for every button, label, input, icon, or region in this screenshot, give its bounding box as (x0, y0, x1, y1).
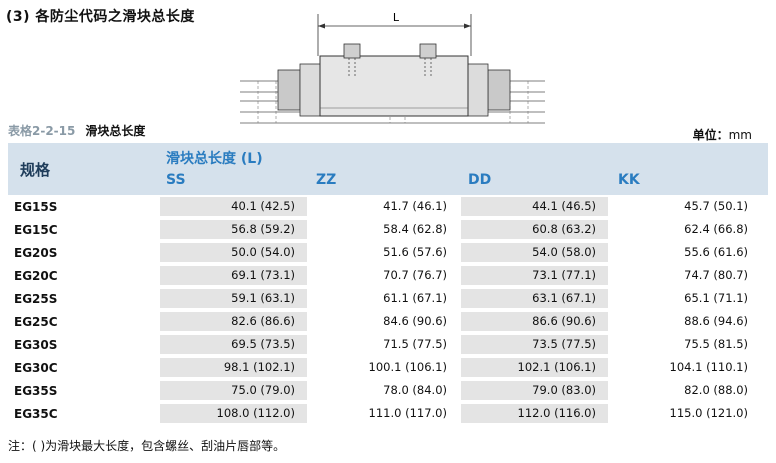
table-row: EG15C 56.8 (59.2) 58.4 (62.8) 60.8 (63.2) 62… (8, 218, 768, 241)
length-cell-zz: 100.1 (106.1) (368, 360, 447, 374)
length-cell-dd: 60.8 (63.2) (461, 220, 608, 239)
section-title: (3) 各防尘代码之滑块总长度 (6, 9, 195, 25)
length-cell-ss: 50.0 (54.0) (160, 243, 307, 262)
column-header-dd: DD (468, 172, 492, 188)
length-cell-ss: 56.8 (59.2) (160, 220, 307, 239)
footnote: 注：( )为滑块最大长度，包含螺丝、刮油片唇部等。 (8, 439, 286, 453)
table-body: EG15S 40.1 (42.5) 41.7 (46.1) 44.1 (46.5) 45… (8, 195, 768, 425)
table-row: EG25C 82.6 (86.6) 84.6 (90.6) 86.6 (90.6) 88… (8, 310, 768, 333)
slider-length-table: 规格 滑块总长度 (L) SS ZZ DD KK EG15S 40.1 (42.5… (8, 143, 768, 425)
length-cell-kk: 88.6 (94.6) (684, 314, 748, 328)
length-cell-ss: 40.1 (42.5) (160, 197, 307, 216)
length-cell-ss: 69.1 (73.1) (160, 266, 307, 285)
length-cell-zz: 70.7 (76.7) (383, 268, 447, 282)
table-row: EG35C 108.0 (112.0) 111.0 (117.0) 112.0 (11… (8, 402, 768, 425)
column-header-ss: SS (166, 172, 186, 188)
length-cell-kk: 62.4 (66.8) (684, 222, 748, 236)
length-cell-ss: 98.1 (102.1) (160, 358, 307, 377)
length-cell-kk: 82.0 (88.0) (684, 383, 748, 397)
length-cell-zz: 58.4 (62.8) (383, 222, 447, 236)
slider-block-diagram: L (240, 11, 545, 124)
table-row: EG20S 50.0 (54.0) 51.6 (57.6) 54.0 (58.0) 55… (8, 241, 768, 264)
length-cell-zz: 78.0 (84.0) (383, 383, 447, 397)
length-cell-dd: 63.1 (67.1) (461, 289, 608, 308)
length-cell-zz: 41.7 (46.1) (383, 199, 447, 213)
unit-label-text: 单位： (692, 128, 729, 142)
length-cell-dd: 102.1 (106.1) (461, 358, 608, 377)
model-cell: EG15C (14, 223, 58, 237)
length-cell-ss: 59.1 (63.1) (160, 289, 307, 308)
length-cell-zz: 71.5 (77.5) (383, 337, 447, 351)
length-cell-ss: 108.0 (112.0) (160, 404, 307, 423)
spec-column-header: 规格 (20, 161, 51, 179)
table-row: EG30S 69.5 (73.5) 71.5 (77.5) 73.5 (77.5) 75… (8, 333, 768, 356)
dimension-label: L (393, 11, 400, 24)
length-cell-dd: 73.1 (77.1) (461, 266, 608, 285)
table-caption-number: 表格2-2-15 (8, 124, 76, 138)
table-row: EG20C 69.1 (73.1) 70.7 (76.7) 73.1 (77.1) 74… (8, 264, 768, 287)
length-cell-dd: 112.0 (116.0) (461, 404, 608, 423)
length-cell-ss: 82.6 (86.6) (160, 312, 307, 331)
unit-value: mm (728, 128, 752, 142)
length-cell-ss: 69.5 (73.5) (160, 335, 307, 354)
table-caption-name: 滑块总长度 (85, 124, 146, 138)
model-cell: EG30C (14, 361, 58, 375)
model-cell: EG35C (14, 407, 58, 421)
length-cell-kk: 104.1 (110.1) (669, 360, 748, 374)
model-cell: EG20S (14, 246, 58, 260)
model-cell: EG20C (14, 269, 58, 283)
model-cell: EG30S (14, 338, 58, 352)
model-cell: EG25C (14, 315, 58, 329)
length-cell-kk: 74.7 (80.7) (684, 268, 748, 282)
length-cell-zz: 84.6 (90.6) (383, 314, 447, 328)
length-cell-kk: 65.1 (71.1) (684, 291, 748, 305)
model-cell: EG25S (14, 292, 58, 306)
table-caption: 表格2-2-15 滑块总长度 (8, 122, 145, 139)
column-header-zz: ZZ (316, 172, 337, 188)
table-row: EG25S 59.1 (63.1) 61.1 (67.1) 63.1 (67.1) 65… (8, 287, 768, 310)
length-cell-ss: 75.0 (79.0) (160, 381, 307, 400)
column-header-kk: KK (618, 172, 640, 188)
table-row: EG30C 98.1 (102.1) 100.1 (106.1) 102.1 (106… (8, 356, 768, 379)
length-cell-zz: 111.0 (117.0) (368, 406, 447, 420)
length-cell-dd: 54.0 (58.0) (461, 243, 608, 262)
length-cell-dd: 86.6 (90.6) (461, 312, 608, 331)
length-cell-kk: 45.7 (50.1) (684, 199, 748, 213)
length-cell-zz: 51.6 (57.6) (383, 245, 447, 259)
length-group-header: 滑块总长度 (L) (166, 151, 263, 167)
length-cell-dd: 79.0 (83.0) (461, 381, 608, 400)
table-row: EG15S 40.1 (42.5) 41.7 (46.1) 44.1 (46.5) 45… (8, 195, 768, 218)
unit-label: 单位：mm (693, 126, 752, 143)
length-cell-kk: 55.6 (61.6) (684, 245, 748, 259)
model-cell: EG15S (14, 200, 58, 214)
length-cell-kk: 115.0 (121.0) (669, 406, 748, 420)
table-row: EG35S 75.0 (79.0) 78.0 (84.0) 79.0 (83.0) 82… (8, 379, 768, 402)
table-header: 规格 滑块总长度 (L) SS ZZ DD KK (8, 143, 768, 195)
model-cell: EG35S (14, 384, 58, 398)
length-cell-zz: 61.1 (67.1) (383, 291, 447, 305)
length-cell-dd: 73.5 (77.5) (461, 335, 608, 354)
length-cell-dd: 44.1 (46.5) (461, 197, 608, 216)
length-cell-kk: 75.5 (81.5) (684, 337, 748, 351)
